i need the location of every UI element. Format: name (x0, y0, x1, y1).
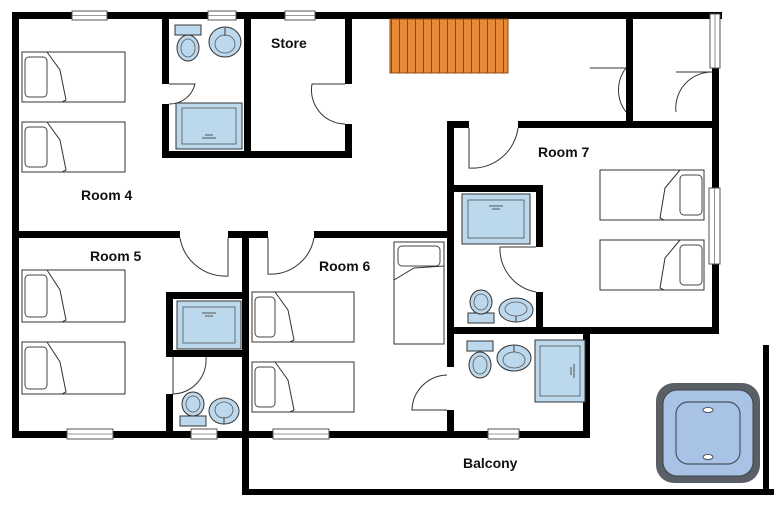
single-bed-icon (251, 291, 355, 343)
room-label-room-4: Room 4 (81, 187, 133, 203)
single-bed-icon (251, 361, 355, 413)
single-bed-icon (21, 51, 126, 103)
room-label-room-6: Room 6 (319, 258, 371, 274)
room-label-room-5: Room 5 (90, 248, 142, 264)
shower-tray-icon (175, 102, 243, 150)
shower-tray-icon (461, 193, 531, 245)
single-bed-icon (599, 169, 705, 221)
doors (168, 67, 713, 411)
wash-basin-icon (208, 397, 240, 425)
single-bed-icon (21, 121, 126, 173)
toilet-icon (466, 340, 494, 379)
single-bed-icon (21, 341, 126, 395)
hot-tub-icon (656, 383, 760, 483)
shower-tray-icon (176, 300, 242, 350)
wash-basin-icon (496, 344, 532, 372)
toilet-icon (174, 24, 202, 62)
single-bed-icon (599, 239, 705, 291)
double-bed-icon (393, 241, 445, 345)
shower-tray-icon (534, 339, 586, 403)
windows (66, 10, 721, 440)
single-bed-icon (21, 269, 126, 323)
wash-basin-icon (208, 26, 242, 58)
wash-basin-icon (498, 297, 534, 323)
room-label-store: Store (271, 35, 307, 51)
toilet-icon (467, 289, 495, 324)
room-label-balcony: Balcony (463, 455, 518, 471)
room-label-room-7: Room 7 (538, 144, 590, 160)
staircase-icon (389, 18, 509, 74)
toilet-icon (179, 391, 207, 427)
